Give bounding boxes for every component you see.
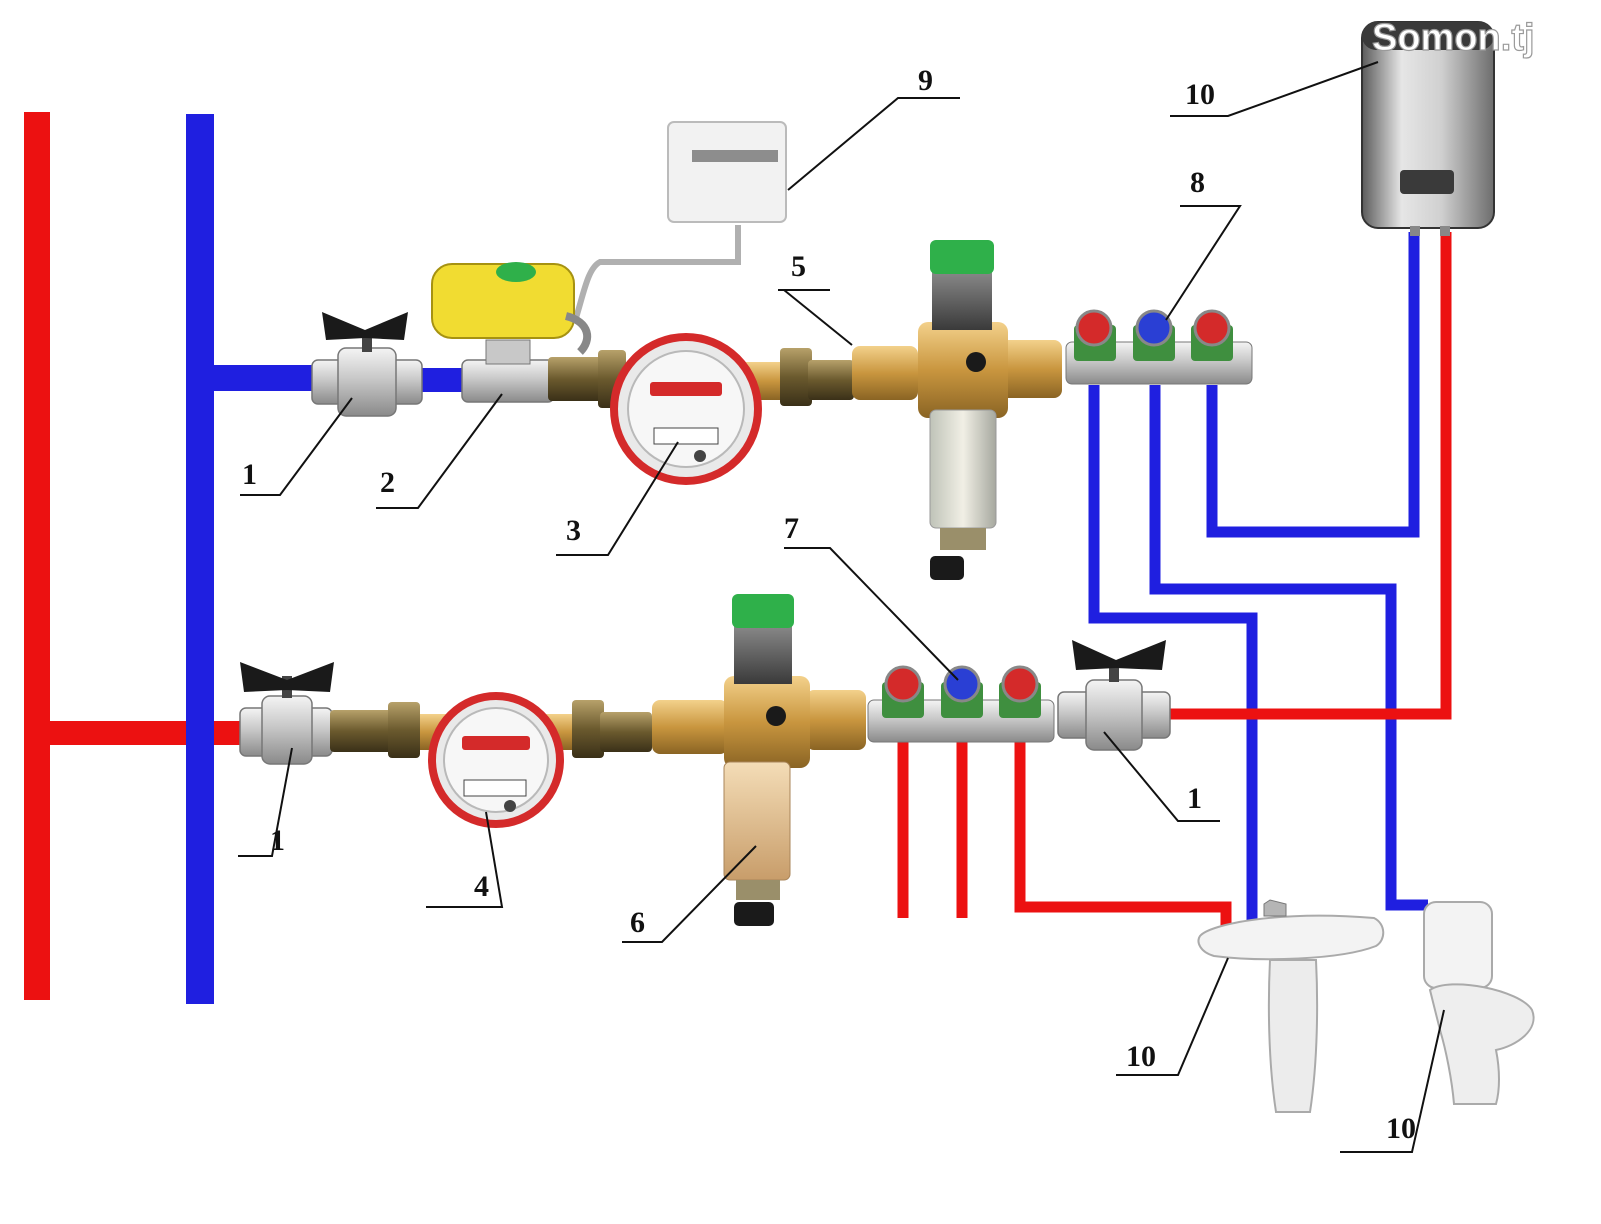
filter-reducer-icon [852,240,1062,580]
cold-riser-pipe [186,114,214,1004]
callout-2-motor-valve: 2 [380,466,395,499]
union-right [600,712,652,752]
union-left [330,710,392,752]
ball-valve-icon [239,662,334,765]
hot-ball-valve[interactable] [239,662,334,765]
leak-control-box[interactable] [667,121,787,223]
callout-1-boiler-valve: 1 [1187,782,1202,815]
cold-line-to-toilet [1149,385,1428,911]
manifold-icon [1065,309,1253,385]
manifold-icon [867,665,1055,743]
hot-line-from-boiler [1168,232,1452,720]
ball-valve-icon [1057,640,1171,751]
boiler-ball-valve[interactable] [1057,640,1171,751]
callout-8-cold-manifold: 8 [1190,166,1205,199]
cold-meter-assembly[interactable] [548,333,854,485]
watermark-logo: Somon.tj [1372,17,1535,59]
leak-control-box-icon [667,121,787,223]
water-meter-icon [610,333,762,485]
callout-10-toilet: 10 [1386,1112,1416,1145]
cold-line-to-boiler [1206,232,1420,538]
union-left [548,357,614,401]
cold-line-to-sink [1088,385,1258,925]
callout-10-boiler: 10 [1185,78,1215,111]
hot-meter-assembly[interactable] [330,692,652,828]
sink-icon [1197,899,1385,1113]
callout-1-cold-valve: 1 [242,458,257,491]
toilet[interactable] [1423,901,1535,1105]
callout-leaders [238,61,1445,1153]
hot-riser-pipe [24,112,50,1000]
cold-ball-valve[interactable] [311,312,423,417]
nut-left [388,702,420,758]
cold-manifold[interactable] [1065,309,1253,385]
callout-7-hot-manifold: 7 [784,512,799,545]
sink[interactable] [1197,899,1385,1113]
callout-10-sink: 10 [1126,1040,1156,1073]
water-heater-icon [1361,21,1495,236]
cold-filter-reducer[interactable] [852,240,1062,580]
water-heater[interactable] [1361,21,1495,236]
callout-5-reducer: 5 [791,250,806,283]
motor-valve-icon [431,262,592,403]
hot-line-to-sink [1014,740,1232,930]
hot-filter-reducer[interactable] [652,594,866,926]
nut-right [780,348,812,406]
cold-branch-pipe [186,365,316,391]
toilet-icon [1423,901,1535,1105]
callout-3-cold-meter: 3 [566,514,581,547]
water-meter-icon [428,692,564,828]
nut-right [572,700,604,758]
hot-manifold[interactable] [867,665,1055,743]
pipes [24,112,1452,1004]
filter-reducer-icon [652,594,866,926]
motor-valve[interactable] [431,262,592,403]
callout-1-hot-valve: 1 [270,824,285,857]
callout-6-hot-filter: 6 [630,906,645,939]
callout-4-hot-meter: 4 [474,870,489,903]
cold-link-pipe [420,368,468,392]
callout-labels: 1 2 3 5 9 10 8 7 1 4 6 1 10 10 [242,64,1416,1145]
control-cable [573,225,741,319]
callout-9-control-box: 9 [918,64,933,97]
union-right [808,360,854,400]
ball-valve-icon [311,312,423,417]
